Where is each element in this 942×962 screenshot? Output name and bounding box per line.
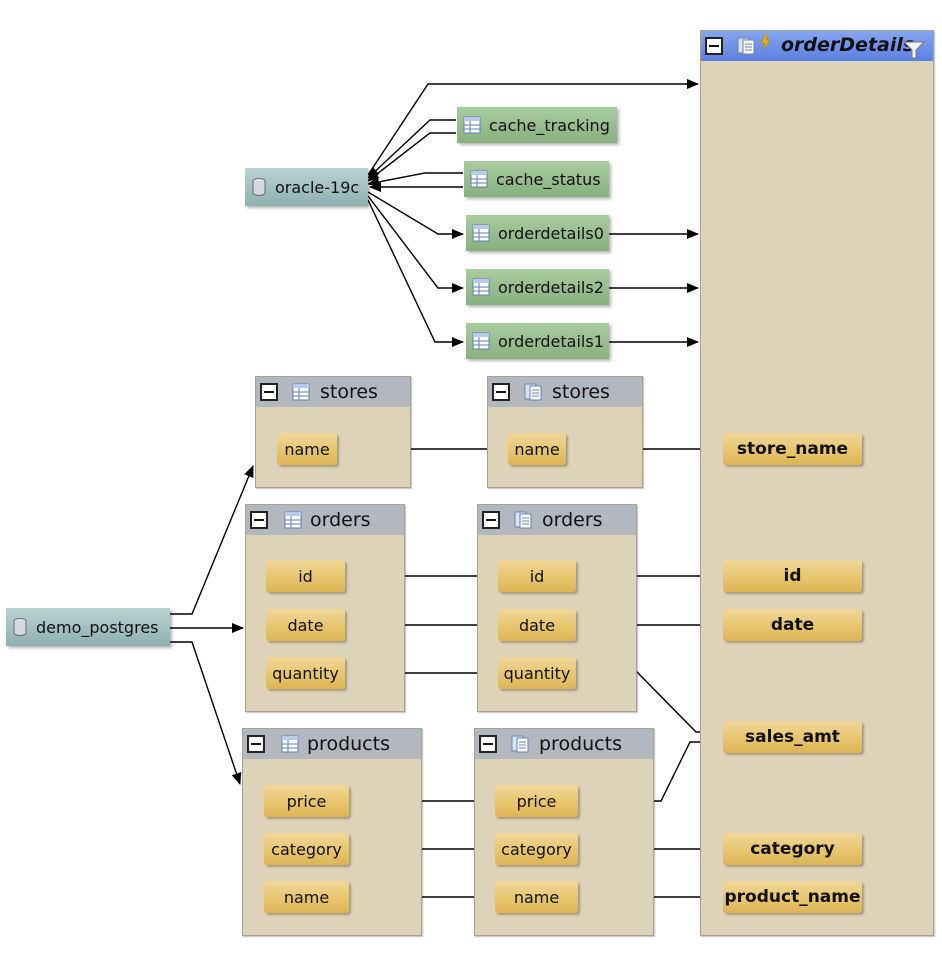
panel-title: orders bbox=[310, 509, 371, 531]
table-icon bbox=[472, 332, 490, 350]
table-node-label: orderdetails0 bbox=[498, 224, 604, 243]
view-field-stores-name[interactable]: name bbox=[508, 433, 566, 465]
panel-header: stores bbox=[256, 377, 410, 407]
panel-header: orders bbox=[246, 505, 404, 535]
panel-title: orders bbox=[542, 509, 603, 531]
table-node-orderdetails2[interactable]: orderdetails2 bbox=[466, 269, 609, 305]
datasource-label: oracle-19c bbox=[275, 178, 360, 197]
view-table-orders[interactable]: orders bbox=[477, 504, 637, 712]
target-field-product-name[interactable]: product_name bbox=[723, 881, 862, 913]
table-icon bbox=[284, 511, 302, 529]
target-view-orderDetails[interactable]: orderDetails bbox=[700, 30, 934, 936]
table-icon bbox=[463, 116, 481, 134]
database-icon bbox=[252, 178, 266, 196]
table-node-label: orderdetails2 bbox=[498, 278, 604, 297]
table-icon bbox=[281, 735, 299, 753]
view-table-stores[interactable]: stores bbox=[487, 376, 643, 488]
field-products-name[interactable]: name bbox=[264, 881, 349, 913]
field-orders-quantity[interactable]: quantity bbox=[266, 657, 345, 689]
view-field-orders-id[interactable]: id bbox=[498, 560, 576, 592]
table-icon bbox=[472, 278, 490, 296]
table-node-cache-status[interactable]: cache_status bbox=[464, 161, 609, 197]
field-orders-id[interactable]: id bbox=[266, 560, 345, 592]
target-field-store-name[interactable]: store_name bbox=[723, 433, 862, 465]
lightning-icon bbox=[760, 34, 771, 50]
view-field-products-price[interactable]: price bbox=[495, 785, 578, 817]
field-products-price[interactable]: price bbox=[264, 785, 349, 817]
field-products-category[interactable]: category bbox=[264, 833, 349, 865]
target-view-header: orderDetails bbox=[701, 31, 933, 61]
panel-header: products bbox=[243, 729, 421, 759]
table-icon bbox=[292, 383, 310, 401]
source-table-stores[interactable]: stores bbox=[255, 376, 411, 488]
datasource-oracle-19c[interactable]: oracle-19c bbox=[245, 168, 368, 206]
target-field-category[interactable]: category bbox=[723, 833, 862, 865]
table-node-orderdetails1[interactable]: orderdetails1 bbox=[466, 323, 609, 359]
table-node-orderdetails0[interactable]: orderdetails0 bbox=[466, 215, 609, 251]
view-icon bbox=[511, 735, 529, 753]
datasource-label: demo_postgres bbox=[36, 618, 159, 637]
view-icon bbox=[524, 383, 542, 401]
collapse-icon[interactable] bbox=[250, 511, 268, 529]
view-icon bbox=[737, 37, 755, 55]
panel-header: products bbox=[475, 729, 653, 759]
collapse-icon[interactable] bbox=[479, 735, 497, 753]
table-icon bbox=[472, 224, 490, 242]
view-field-products-name[interactable]: name bbox=[495, 881, 578, 913]
table-node-label: orderdetails1 bbox=[498, 332, 604, 351]
view-field-products-category[interactable]: category bbox=[495, 833, 578, 865]
table-node-label: cache_tracking bbox=[489, 116, 610, 135]
view-icon bbox=[514, 511, 532, 529]
view-field-orders-date[interactable]: date bbox=[498, 609, 576, 641]
panel-header: stores bbox=[488, 377, 642, 407]
collapse-icon[interactable] bbox=[705, 37, 723, 55]
database-icon bbox=[13, 618, 27, 636]
panel-title: products bbox=[539, 733, 622, 755]
table-node-cache-tracking[interactable]: cache_tracking bbox=[457, 107, 617, 143]
target-view-title: orderDetails bbox=[781, 34, 915, 56]
target-field-date[interactable]: date bbox=[723, 609, 862, 641]
datasource-demo-postgres[interactable]: demo_postgres bbox=[6, 608, 170, 646]
panel-header: orders bbox=[478, 505, 636, 535]
panel-title: products bbox=[307, 733, 390, 755]
table-icon bbox=[470, 170, 488, 188]
panel-title: stores bbox=[552, 381, 610, 403]
field-orders-date[interactable]: date bbox=[266, 609, 345, 641]
view-field-orders-quantity[interactable]: quantity bbox=[498, 657, 576, 689]
filter-icon[interactable] bbox=[903, 40, 925, 60]
collapse-icon[interactable] bbox=[492, 383, 510, 401]
table-node-label: cache_status bbox=[496, 170, 601, 189]
collapse-icon[interactable] bbox=[482, 511, 500, 529]
panel-title: stores bbox=[320, 381, 378, 403]
target-field-id[interactable]: id bbox=[723, 560, 862, 592]
collapse-icon[interactable] bbox=[260, 383, 278, 401]
target-field-sales-amt[interactable]: sales_amt bbox=[723, 721, 862, 753]
collapse-icon[interactable] bbox=[247, 735, 265, 753]
field-stores-name[interactable]: name bbox=[277, 433, 337, 465]
